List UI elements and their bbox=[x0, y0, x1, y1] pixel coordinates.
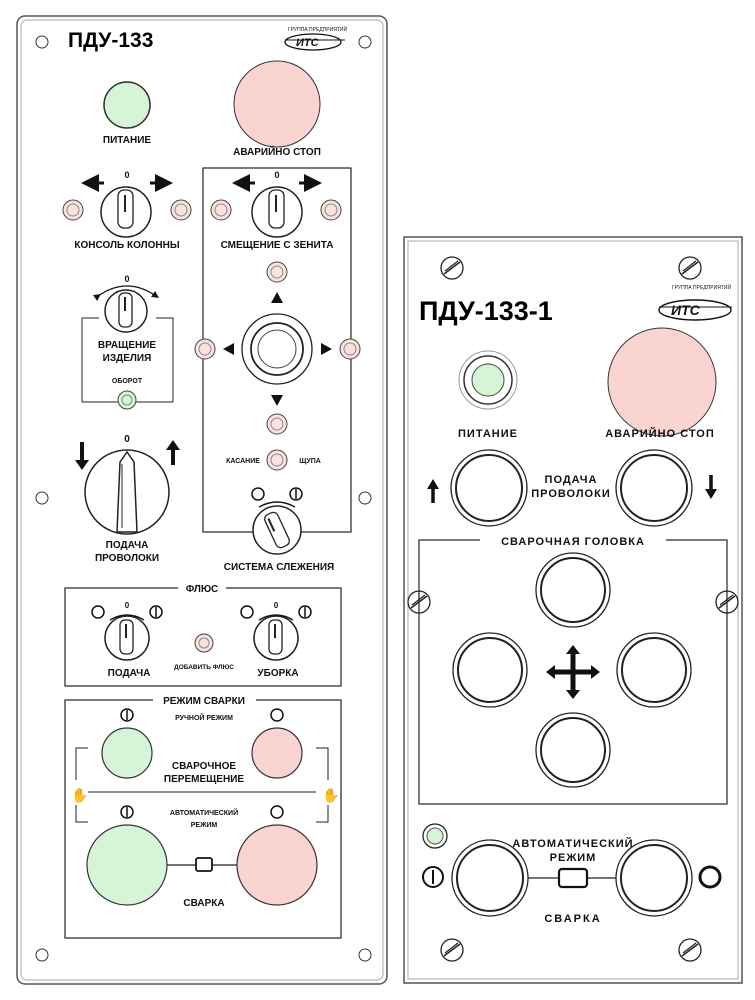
welding-head-label: СВАРОЧНАЯ ГОЛОВКА bbox=[501, 536, 645, 548]
console-column-switch[interactable]: 0 bbox=[81, 170, 173, 238]
its-logo: ГРУППА ПРЕДПРИЯТИЙ ИТС bbox=[658, 283, 732, 321]
arrow-up-icon bbox=[271, 292, 283, 303]
flux-feed-switch[interactable]: 0 bbox=[91, 601, 163, 661]
screw-icon bbox=[440, 256, 464, 280]
panel-pdu-133: ПДУ-133 ГРУППА ПРЕДПРИЯТИЙ ИТС ПИТАНИЕ А… bbox=[16, 15, 388, 985]
add-flux-button[interactable] bbox=[194, 633, 214, 653]
mount-hole bbox=[35, 491, 49, 505]
console-label: КОНСОЛЬ КОЛОННЫ bbox=[74, 240, 179, 251]
power-lamp[interactable] bbox=[103, 81, 151, 129]
touch-label: КАСАНИЕ bbox=[226, 458, 260, 465]
joystick-left-lamp bbox=[194, 338, 216, 360]
arrow-up-icon bbox=[427, 479, 439, 489]
joystick-down-lamp bbox=[266, 413, 288, 435]
tracking-switch[interactable] bbox=[251, 487, 303, 555]
wire-feed-label-2: ПРОВОЛОКИ bbox=[531, 488, 611, 500]
offset-label: СМЕЩЕНИЕ С ЗЕНИТА bbox=[221, 240, 334, 251]
weld-stop-button[interactable] bbox=[236, 824, 318, 906]
weld-label: СВАРКА bbox=[183, 898, 224, 909]
travel-label-2: ПЕРЕМЕЩЕНИЕ bbox=[164, 774, 244, 785]
probe-label: ЩУПА bbox=[299, 458, 321, 465]
power-label: ПИТАНИЕ bbox=[103, 135, 151, 146]
arrow-down-icon bbox=[271, 395, 283, 406]
console-left-lamp bbox=[62, 199, 84, 221]
flux-cleanup-label: УБОРКА bbox=[257, 668, 298, 679]
joystick[interactable] bbox=[241, 313, 313, 385]
mount-hole bbox=[358, 948, 372, 962]
joystick-right-lamp bbox=[339, 338, 361, 360]
move-cross-icon bbox=[546, 645, 600, 699]
revolution-lamp bbox=[117, 390, 137, 410]
svg-text:0: 0 bbox=[274, 170, 279, 180]
weld-mode-label: РЕЖИМ СВАРКИ bbox=[163, 696, 245, 707]
mount-hole bbox=[35, 35, 49, 49]
auto-mode-label-1: АВТОМАТИЧЕСКИЙ bbox=[170, 808, 238, 817]
screw-icon bbox=[440, 938, 464, 962]
its-logo: ГРУППА ПРЕДПРИЯТИЙ ИТС bbox=[284, 25, 347, 51]
svg-text:0: 0 bbox=[124, 434, 130, 445]
offset-right-lamp bbox=[320, 199, 342, 221]
svg-text:ГРУППА ПРЕДПРИЯТИЙ: ГРУППА ПРЕДПРИЯТИЙ bbox=[672, 283, 731, 291]
svg-text:ИТС: ИТС bbox=[296, 37, 320, 49]
off-symbol-icon bbox=[270, 708, 284, 722]
add-flux-label: ДОБАВИТЬ ФЛЮС bbox=[174, 664, 234, 671]
travel-label-1: СВАРОЧНОЕ bbox=[172, 761, 237, 772]
emergency-label: АВАРИЙНО СТОП bbox=[605, 427, 715, 440]
power-lamp[interactable] bbox=[471, 363, 505, 397]
flux-label: ФЛЮС bbox=[186, 584, 219, 595]
weld-interlock-indicator bbox=[557, 867, 589, 889]
wire-feed-label-2: ПРОВОЛОКИ bbox=[95, 553, 159, 564]
joystick-up-lamp bbox=[266, 261, 288, 283]
offset-switch[interactable]: 0 bbox=[232, 170, 322, 238]
emergency-stop-button[interactable] bbox=[607, 327, 717, 437]
emergency-label: АВАРИЙНО СТОП bbox=[233, 145, 321, 158]
wire-feed-label-1: ПОДАЧА bbox=[545, 474, 598, 486]
tracking-label: СИСТЕМА СЛЕЖЕНИЯ bbox=[224, 562, 334, 573]
svg-text:0: 0 bbox=[124, 274, 129, 284]
screw-icon bbox=[678, 256, 702, 280]
weld-label: СВАРКА bbox=[544, 913, 601, 925]
flux-cleanup-switch[interactable]: 0 bbox=[240, 601, 312, 661]
panel-pdu-133-1: ПДУ-133-1 ГРУППА ПРЕДПРИЯТИЙ ИТС ПИТАНИЕ… bbox=[403, 236, 743, 984]
arrow-right-icon bbox=[321, 343, 332, 355]
wire-feed-switch[interactable]: 0 bbox=[75, 434, 180, 535]
arrow-left-icon bbox=[223, 343, 234, 355]
probe-touch-lamp bbox=[266, 449, 288, 471]
hand-icon: ✋ bbox=[71, 787, 88, 804]
revolution-label: ОБОРОТ bbox=[112, 378, 143, 385]
off-symbol-icon bbox=[698, 865, 722, 889]
rotation-label-2: ИЗДЕЛИЯ bbox=[103, 353, 152, 364]
rotation-switch[interactable]: 0 bbox=[92, 274, 159, 333]
auto-mode-lamp bbox=[426, 827, 444, 845]
off-symbol-icon bbox=[270, 805, 284, 819]
weld-start-button[interactable] bbox=[86, 824, 168, 906]
mount-hole bbox=[358, 491, 372, 505]
mount-hole bbox=[35, 948, 49, 962]
svg-text:0: 0 bbox=[274, 601, 279, 610]
auto-mode-label-2: РЕЖИМ bbox=[191, 822, 218, 829]
wire-feed-label-1: ПОДАЧА bbox=[106, 540, 149, 551]
offset-left-lamp bbox=[210, 199, 232, 221]
auto-mode-label-2: РЕЖИМ bbox=[550, 852, 597, 864]
flux-feed-label: ПОДАЧА bbox=[108, 668, 151, 679]
manual-mode-label: РУЧНОЙ РЕЖИМ bbox=[175, 713, 233, 722]
rotation-label-1: ВРАЩЕНИЕ bbox=[98, 340, 157, 351]
panel-title: ПДУ-133 bbox=[68, 29, 153, 52]
svg-text:0: 0 bbox=[124, 170, 129, 180]
svg-text:ИТС: ИТС bbox=[671, 302, 701, 318]
mount-hole bbox=[358, 35, 372, 49]
emergency-stop-button[interactable] bbox=[233, 60, 321, 148]
svg-text:0: 0 bbox=[125, 601, 130, 610]
power-label: ПИТАНИЕ bbox=[458, 428, 518, 440]
auto-mode-label-1: АВТОМАТИЧЕСКИЙ bbox=[512, 837, 633, 850]
hand-icon: ✋ bbox=[322, 787, 339, 804]
travel-start-button[interactable] bbox=[101, 727, 153, 779]
weld-interlock-indicator bbox=[195, 857, 213, 872]
screw-icon bbox=[678, 938, 702, 962]
console-right-lamp bbox=[170, 199, 192, 221]
svg-text:ГРУППА ПРЕДПРИЯТИЙ: ГРУППА ПРЕДПРИЯТИЙ bbox=[288, 25, 347, 33]
panel-title: ПДУ-133-1 bbox=[419, 296, 553, 326]
arrow-down-icon bbox=[705, 489, 717, 499]
travel-stop-button[interactable] bbox=[251, 727, 303, 779]
